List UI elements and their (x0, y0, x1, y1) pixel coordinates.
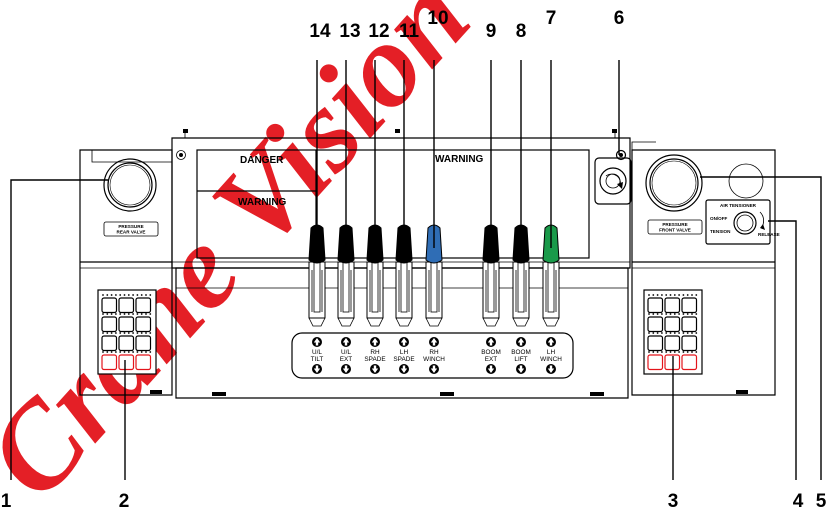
lever-label-line1: BOOM (481, 349, 501, 356)
lever-label-plate (291, 332, 574, 379)
callout-2: 2 (119, 491, 130, 512)
lever-label-line2: TILT (311, 356, 324, 363)
warning-sign-main: WARNING (435, 154, 484, 165)
keypad-switch[interactable] (681, 335, 698, 352)
lever-label-line1: RH (370, 349, 380, 356)
control-lever-9[interactable] (482, 224, 500, 327)
control-lever-14[interactable] (308, 224, 326, 327)
callout-7: 7 (546, 8, 557, 29)
lever-label-line2: SPADE (393, 356, 414, 363)
keypad-switch[interactable] (135, 297, 152, 314)
callout-13: 13 (339, 21, 360, 42)
control-lever-12[interactable] (366, 224, 384, 327)
keypad-switch[interactable] (101, 297, 118, 314)
lever-label-line1: BOOM (511, 349, 531, 356)
lever-bank: U/LTILTU/LEXTRHSPADELHSPADERHWINCHBOOMEX… (308, 224, 562, 374)
lever-label-line2: EXT (340, 356, 353, 363)
lever-label-line1: RH (429, 349, 439, 356)
lever-label-line2: WINCH (540, 356, 562, 363)
callout-12: 12 (368, 21, 389, 42)
callout-6: 6 (614, 8, 625, 29)
keypad-switch[interactable] (664, 316, 681, 333)
keypad-switch[interactable] (664, 335, 681, 352)
svg-text:REAR VALVE: REAR VALVE (117, 230, 146, 235)
keypad-switch[interactable] (681, 316, 698, 333)
warning-sign-left: WARNING (238, 197, 287, 208)
callout-14: 14 (309, 21, 331, 42)
lever-label-line2: EXT (485, 356, 498, 363)
svg-text:TENSION: TENSION (710, 229, 731, 234)
keypad-switch[interactable] (135, 316, 152, 333)
callout-1: 1 (1, 491, 12, 512)
keypad-switch[interactable] (681, 297, 698, 314)
callout-9: 9 (486, 21, 497, 42)
svg-text:PRESSURE: PRESSURE (118, 224, 143, 229)
switch-keypad-left (97, 289, 157, 375)
control-lever-11[interactable] (395, 224, 413, 327)
keypad-switch[interactable] (664, 354, 681, 371)
front-valve-gauge-label: PRESSURE FRONT VALVE (659, 222, 691, 233)
callout-8: 8 (516, 21, 527, 42)
control-lever-8[interactable] (512, 224, 530, 327)
right-housing (631, 141, 776, 396)
lever-label-line2: SPADE (364, 356, 385, 363)
left-housing (79, 149, 173, 396)
lever-label-line1: U/L (341, 349, 351, 356)
svg-text:Crane Vision: Crane Vision (0, 0, 494, 519)
lever-label-line2: WINCH (423, 356, 445, 363)
callout-10: 10 (427, 8, 448, 29)
leader-lines (10, 60, 822, 480)
svg-text:AIR TENSIONER: AIR TENSIONER (720, 203, 757, 208)
lever-label-line1: U/L (312, 349, 322, 356)
control-lever-7[interactable] (542, 224, 560, 327)
lever-label-line2: LIFT (514, 356, 527, 363)
control-lever-13[interactable] (337, 224, 355, 327)
keypad-switch[interactable] (647, 354, 664, 371)
keypad-switch[interactable] (118, 297, 135, 314)
svg-text:ON/OFF: ON/OFF (710, 216, 728, 221)
keypad-switch[interactable] (118, 335, 135, 352)
keypad-switch[interactable] (647, 297, 664, 314)
lever-label-line1: LH (547, 349, 556, 356)
watermark: Crane Vision (0, 0, 494, 519)
danger-sign: DANGER (240, 155, 284, 166)
svg-text:FRONT VALVE: FRONT VALVE (659, 228, 691, 233)
keypad-switch[interactable] (135, 335, 152, 352)
keypad-switch[interactable] (118, 354, 135, 371)
keypad-switch[interactable] (664, 297, 681, 314)
callout-3: 3 (668, 491, 679, 512)
air-valve-fitting (594, 149, 632, 205)
lever-label-line1: LH (400, 349, 409, 356)
svg-text:PRESSURE: PRESSURE (662, 222, 687, 227)
keypad-switch[interactable] (647, 316, 664, 333)
callout-5: 5 (816, 491, 827, 512)
keypad-switch[interactable] (681, 354, 698, 371)
callout-4: 4 (793, 491, 804, 512)
keypad-switch[interactable] (101, 316, 118, 333)
callout-11: 11 (399, 21, 420, 42)
keypad-switch[interactable] (101, 335, 118, 352)
keypad-switch[interactable] (647, 335, 664, 352)
keypad-switch[interactable] (101, 354, 118, 371)
air-tensioner-plate: AIR TENSIONER ON/OFF TENSION RELEASE (710, 203, 780, 237)
keypad-switch[interactable] (118, 316, 135, 333)
keypad-switch[interactable] (135, 354, 152, 371)
svg-text:RELEASE: RELEASE (758, 232, 780, 237)
rear-valve-gauge-label: PRESSURE REAR VALVE (117, 224, 146, 235)
